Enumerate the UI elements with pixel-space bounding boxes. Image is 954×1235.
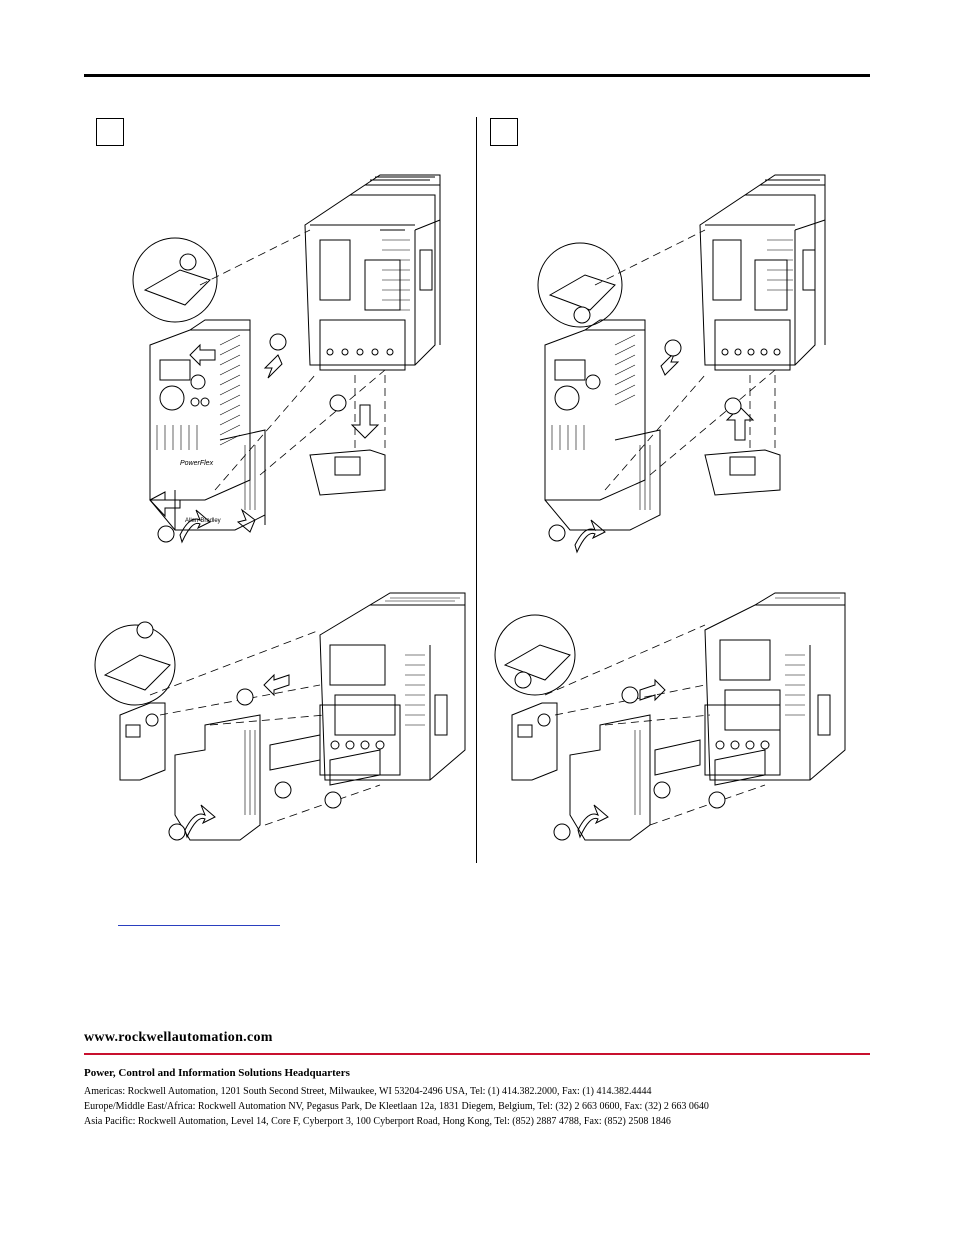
footer-rule [84,1053,870,1055]
callout-circle [514,671,532,689]
rotate-arrow-icon [574,519,606,554]
callout-circle [653,781,671,799]
callout-circle [548,524,566,542]
address-americas: Americas: Rockwell Automation, 1201 Sout… [84,1086,652,1097]
frame-cover [149,429,266,531]
address-asia-pacific: Asia Pacific: Rockwell Automation, Level… [84,1116,671,1127]
removal-diagram-bottom-left [94,592,466,841]
install-diagram-bottom-right [494,592,846,841]
column-divider [476,117,478,863]
callout-circle [621,686,639,704]
arrow-left-icon [149,491,181,518]
header-rule [84,74,870,77]
terminal-cover [269,734,381,786]
arrow-icon [660,351,680,376]
arrow-icon [263,354,283,379]
removal-diagram-top-left: PowerFlex Allen-Bradley [132,174,441,544]
terminal-cover [309,449,386,496]
arrow-left-icon [189,343,216,367]
callout-circle [179,253,197,271]
callout-circle [236,688,254,706]
footer-url[interactable]: www.rockwellautomation.com [84,1030,273,1045]
frame-cover [544,429,661,531]
arrow-up-icon [725,406,755,441]
callout-circle [157,525,175,543]
control-module [544,319,646,501]
detail-magnifier-circle [132,237,218,323]
power-module [699,174,826,371]
terminal-cover [704,449,781,496]
callout-circle [708,791,726,809]
install-diagram-top-right [537,174,826,554]
frame-cover [174,714,261,841]
callout-circle [573,306,591,324]
frame-cover [569,714,651,841]
arrow-down-icon [350,404,380,439]
callout-circle [724,397,742,415]
callout-circle [553,823,571,841]
detail-magnifier-circle [494,614,576,696]
headquarters-title: Power, Control and Information Solutions… [84,1067,350,1079]
callout-circle [664,339,682,357]
maker-label: Allen-Bradley [185,518,221,524]
address-emea: Europe/Middle East/Africa: Rockwell Auto… [84,1101,709,1112]
detail-magnifier-circle [94,624,176,706]
terminal-cover [654,739,766,786]
power-module [704,592,846,781]
power-module [304,174,441,371]
brand-label: PowerFlex [180,460,214,467]
callout-circle [168,823,186,841]
control-module [511,702,558,781]
callout-circle [324,791,342,809]
callout-circle [269,333,287,351]
detail-magnifier-circle [537,242,623,328]
arrow-left-icon [263,673,290,697]
hyperlink-underline[interactable] [118,925,280,926]
step-box-left [96,118,124,146]
control-module [119,702,166,781]
rotate-arrow-icon [184,804,216,839]
callout-circle [329,394,347,412]
callout-circle [136,621,154,639]
power-module [319,592,466,781]
step-box-right [490,118,518,146]
arrow-icon [236,508,256,533]
callout-circle [274,781,292,799]
rotate-arrow-icon [577,804,609,839]
rotate-arrow-icon [179,509,211,544]
arrow-right-icon [639,678,666,702]
